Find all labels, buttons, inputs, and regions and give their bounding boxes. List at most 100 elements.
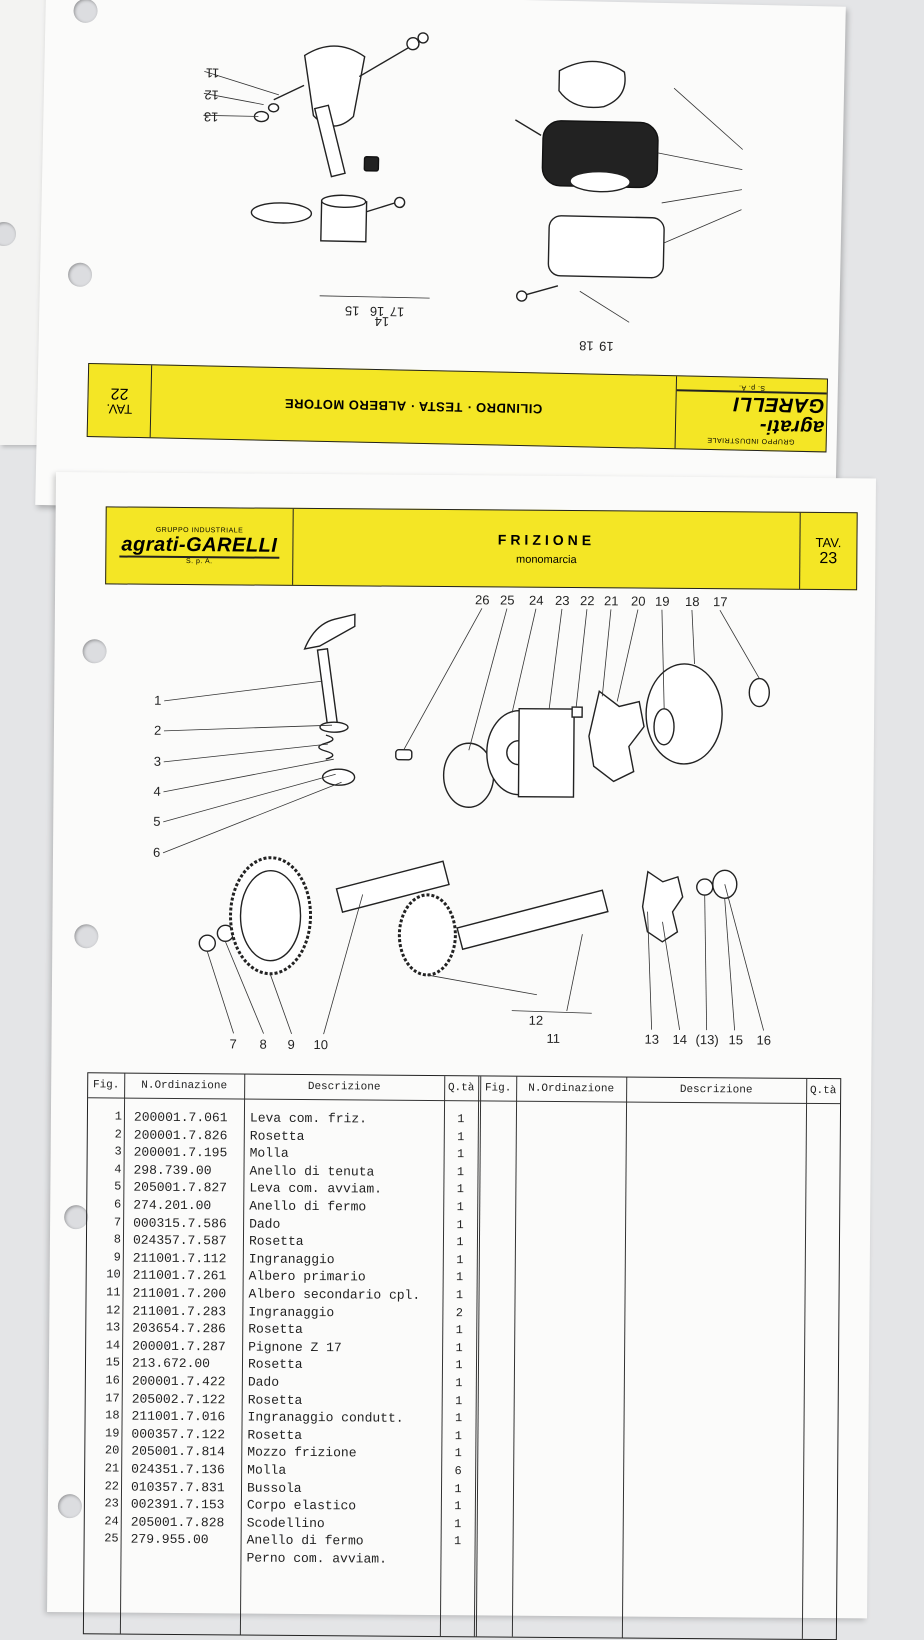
cell-code: 203654.7.286: [132, 1321, 242, 1337]
cell-description: Scodellino: [247, 1515, 442, 1532]
cell-code: 200001.7.195: [134, 1145, 244, 1161]
cell-qty: 1: [441, 1429, 475, 1443]
cell-code: 211001.7.016: [132, 1409, 242, 1425]
cell-code: 211001.7.283: [132, 1303, 242, 1319]
cell-description: Corpo elastico: [247, 1498, 442, 1515]
cell-description: Ingranaggio condutt.: [248, 1410, 443, 1427]
tav-box: TAV. 23: [800, 513, 857, 589]
callout-15: 15: [345, 303, 360, 318]
cell-qty: 1: [443, 1235, 477, 1249]
cell-code: 205001.7.828: [131, 1514, 241, 1530]
callout-6: 6: [153, 845, 160, 860]
callout-16: 16: [757, 1033, 772, 1048]
callout-21: 21: [604, 593, 619, 608]
cell-fig: 24: [85, 1514, 119, 1528]
cell-qty: 1: [444, 1130, 478, 1144]
cell-code: 205002.7.122: [132, 1391, 242, 1407]
cell-fig: 4: [87, 1162, 121, 1176]
cell-code: 200001.7.061: [134, 1110, 244, 1126]
punch-hole: [68, 263, 92, 287]
engine-exploded-diagram: 11 12 13 1 2 3 4 14 15 16 17 18 19: [138, 0, 745, 365]
cell-fig: 5: [87, 1180, 121, 1194]
header-qta: Q.tà: [444, 1076, 478, 1100]
callout-2: 2: [743, 182, 746, 197]
cell-qty: 1: [441, 1482, 475, 1496]
cell-qty: 1: [442, 1288, 476, 1302]
cell-description: Bussola: [247, 1480, 442, 1497]
brand-spa-label: S. p. A.: [186, 558, 213, 565]
cell-fig: 8: [87, 1232, 121, 1246]
cell-code: 024351.7.136: [131, 1462, 241, 1478]
callout-14: 14: [673, 1032, 688, 1047]
tav-number: 23: [819, 549, 837, 567]
cell-qty: 1: [441, 1534, 475, 1548]
cell-description: Mozzo frizione: [247, 1445, 442, 1462]
callout-7: 7: [229, 1036, 236, 1051]
callout-20: 20: [631, 594, 646, 609]
sheet-tav-22: 11 12 13 1 2 3 4 14 15 16 17 18 19 GRUPP…: [35, 0, 846, 522]
cell-qty: 1: [443, 1200, 477, 1214]
brand-logo: agrati-GARELLI: [119, 534, 279, 559]
callout-10: 10: [313, 1037, 328, 1052]
cell-qty: 2: [442, 1306, 476, 1320]
callout-13: 13: [204, 109, 219, 124]
cell-qty: 1: [442, 1341, 476, 1355]
cell-fig: 23: [85, 1496, 119, 1510]
callout-3: 3: [743, 162, 746, 177]
cell-fig: 19: [85, 1426, 119, 1440]
cell-fig: 12: [86, 1303, 120, 1317]
callout-4: 4: [743, 142, 745, 157]
cell-qty: 1: [443, 1182, 477, 1196]
cell-description: Rosetta: [248, 1357, 443, 1374]
callout-9: 9: [287, 1037, 294, 1052]
cell-description: Perno com. avviam.: [246, 1551, 441, 1568]
cell-description: Albero secondario cpl.: [248, 1287, 443, 1304]
cell-description: Leva com. avviam.: [249, 1181, 444, 1198]
brand-box: GRUPPO INDUSTRIALE agrati-GARELLI S. p. …: [106, 507, 294, 584]
cell-fig: 16: [86, 1373, 120, 1387]
callout-19: 19: [599, 339, 614, 354]
cell-fig: 13: [86, 1320, 120, 1334]
callout-16: 16: [370, 304, 385, 319]
cell-description: Rosetta: [248, 1322, 443, 1339]
cell-fig: 20: [85, 1444, 119, 1458]
cell-code: 211001.7.112: [133, 1250, 243, 1266]
cell-description: Molla: [250, 1146, 445, 1163]
header-fig: Fig.: [88, 1073, 124, 1097]
cell-description: Pignone Z 17: [248, 1339, 443, 1356]
tav-label: TAV.: [106, 402, 132, 418]
header-descrizione-2: Descrizione: [626, 1077, 806, 1102]
cell-qty: 1: [444, 1112, 478, 1126]
header-ordinazione: N.Ordinazione: [124, 1074, 244, 1099]
cell-qty: 1: [443, 1218, 477, 1232]
cell-description: Anello di fermo: [249, 1199, 444, 1216]
callout-15: 15: [729, 1032, 744, 1047]
cell-fig: 7: [87, 1215, 121, 1229]
callout-13: 13: [645, 1032, 660, 1047]
callout-26: 26: [475, 592, 490, 607]
cell-code: 211001.7.261: [133, 1268, 243, 1284]
cell-qty: 1: [441, 1499, 475, 1513]
callout-8: 8: [259, 1037, 266, 1052]
brand-spa-label: S. p. A.: [738, 384, 765, 392]
header-fig-2: Fig.: [480, 1076, 516, 1100]
cell-description: Albero primario: [249, 1269, 444, 1286]
clutch-assembly-drawing: [395, 662, 769, 810]
callout-1: 1: [154, 693, 161, 708]
cell-fig: 10: [87, 1268, 121, 1282]
piston-drawing: [251, 193, 405, 242]
cylinder-head-drawing: [512, 60, 668, 304]
cell-code: 211001.7.200: [132, 1286, 242, 1302]
callout-2: 2: [154, 723, 161, 738]
cell-description: Rosetta: [247, 1427, 442, 1444]
cell-fig: 15: [86, 1356, 120, 1370]
cell-description: Anello di tenuta: [249, 1163, 444, 1180]
punch-hole: [58, 1494, 82, 1518]
cell-code: 200001.7.287: [132, 1338, 242, 1354]
punch-hole: [64, 1205, 88, 1229]
cell-qty: 1: [443, 1253, 477, 1267]
title-box: FRIZIONE monomarcia: [293, 509, 801, 589]
header-descrizione: Descrizione: [244, 1074, 444, 1100]
cell-code: 002391.7.153: [131, 1497, 241, 1513]
cell-fig: 18: [86, 1408, 120, 1422]
